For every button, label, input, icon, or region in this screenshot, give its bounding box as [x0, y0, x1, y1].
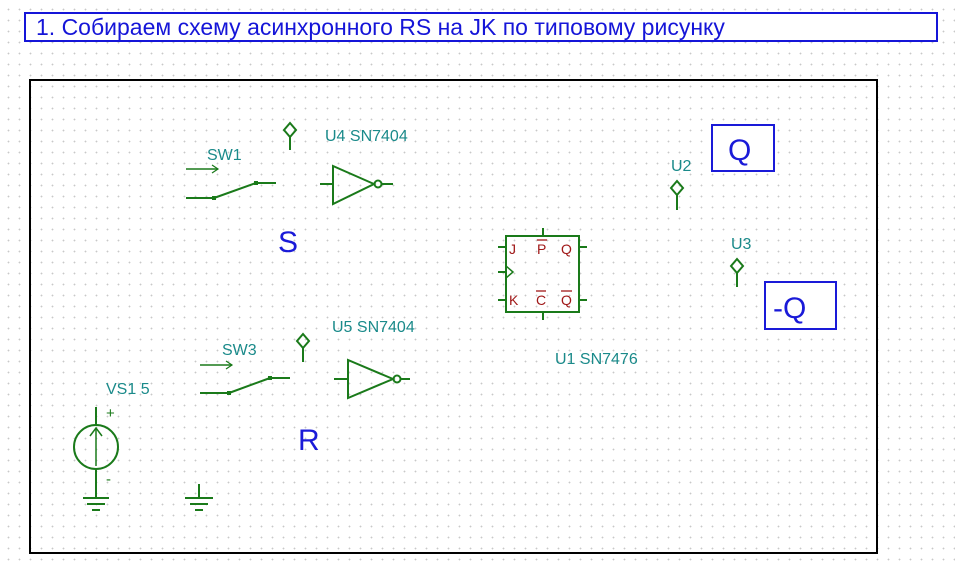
- u1-pin-j: J: [509, 241, 516, 257]
- schematic-frame: [29, 79, 878, 554]
- jk-flipflop-u1[interactable]: [498, 228, 587, 320]
- not-q-output-box: [764, 281, 837, 330]
- q-output-box: [711, 124, 775, 172]
- u3-ref-label: U3: [731, 236, 752, 253]
- s-input-label: S: [278, 226, 298, 259]
- voltage-source-vs1[interactable]: [73, 407, 119, 511]
- u1-pin-p: P: [537, 241, 546, 257]
- switch-sw3[interactable]: [200, 360, 290, 395]
- u5-ref-label: U5 SN7404: [332, 319, 415, 336]
- u2-ref-label: U2: [671, 158, 692, 175]
- probe-u2[interactable]: [669, 179, 685, 210]
- vs1-plus-sign: +: [106, 405, 115, 422]
- r-input-label: R: [298, 424, 320, 457]
- u1-pin-qbar: Q: [561, 292, 572, 308]
- switch-sw1[interactable]: [186, 164, 276, 200]
- not-q-output-label: -Q: [773, 292, 806, 325]
- sw1-ref-label: SW1: [207, 147, 242, 164]
- page-title: 1. Собираем схему асинхронного RS на JK …: [24, 12, 938, 42]
- probe-sw3-output[interactable]: [295, 332, 311, 362]
- probe-sw1-output[interactable]: [282, 121, 298, 150]
- q-output-label: Q: [728, 134, 751, 167]
- inverter-u4[interactable]: [320, 164, 393, 206]
- u1-ref-label: U1 SN7476: [555, 351, 638, 368]
- u1-pin-k: K: [509, 292, 519, 308]
- u1-pin-q: Q: [561, 241, 572, 257]
- ground-symbol[interactable]: [185, 484, 213, 511]
- u1-pin-c: C: [536, 292, 546, 308]
- sw3-ref-label: SW3: [222, 342, 257, 359]
- vs1-minus-sign: -: [106, 471, 111, 488]
- vs1-ref-label: VS1 5: [106, 381, 150, 398]
- probe-u3[interactable]: [729, 257, 745, 287]
- inverter-u5[interactable]: [334, 358, 410, 400]
- u4-ref-label: U4 SN7404: [325, 128, 408, 145]
